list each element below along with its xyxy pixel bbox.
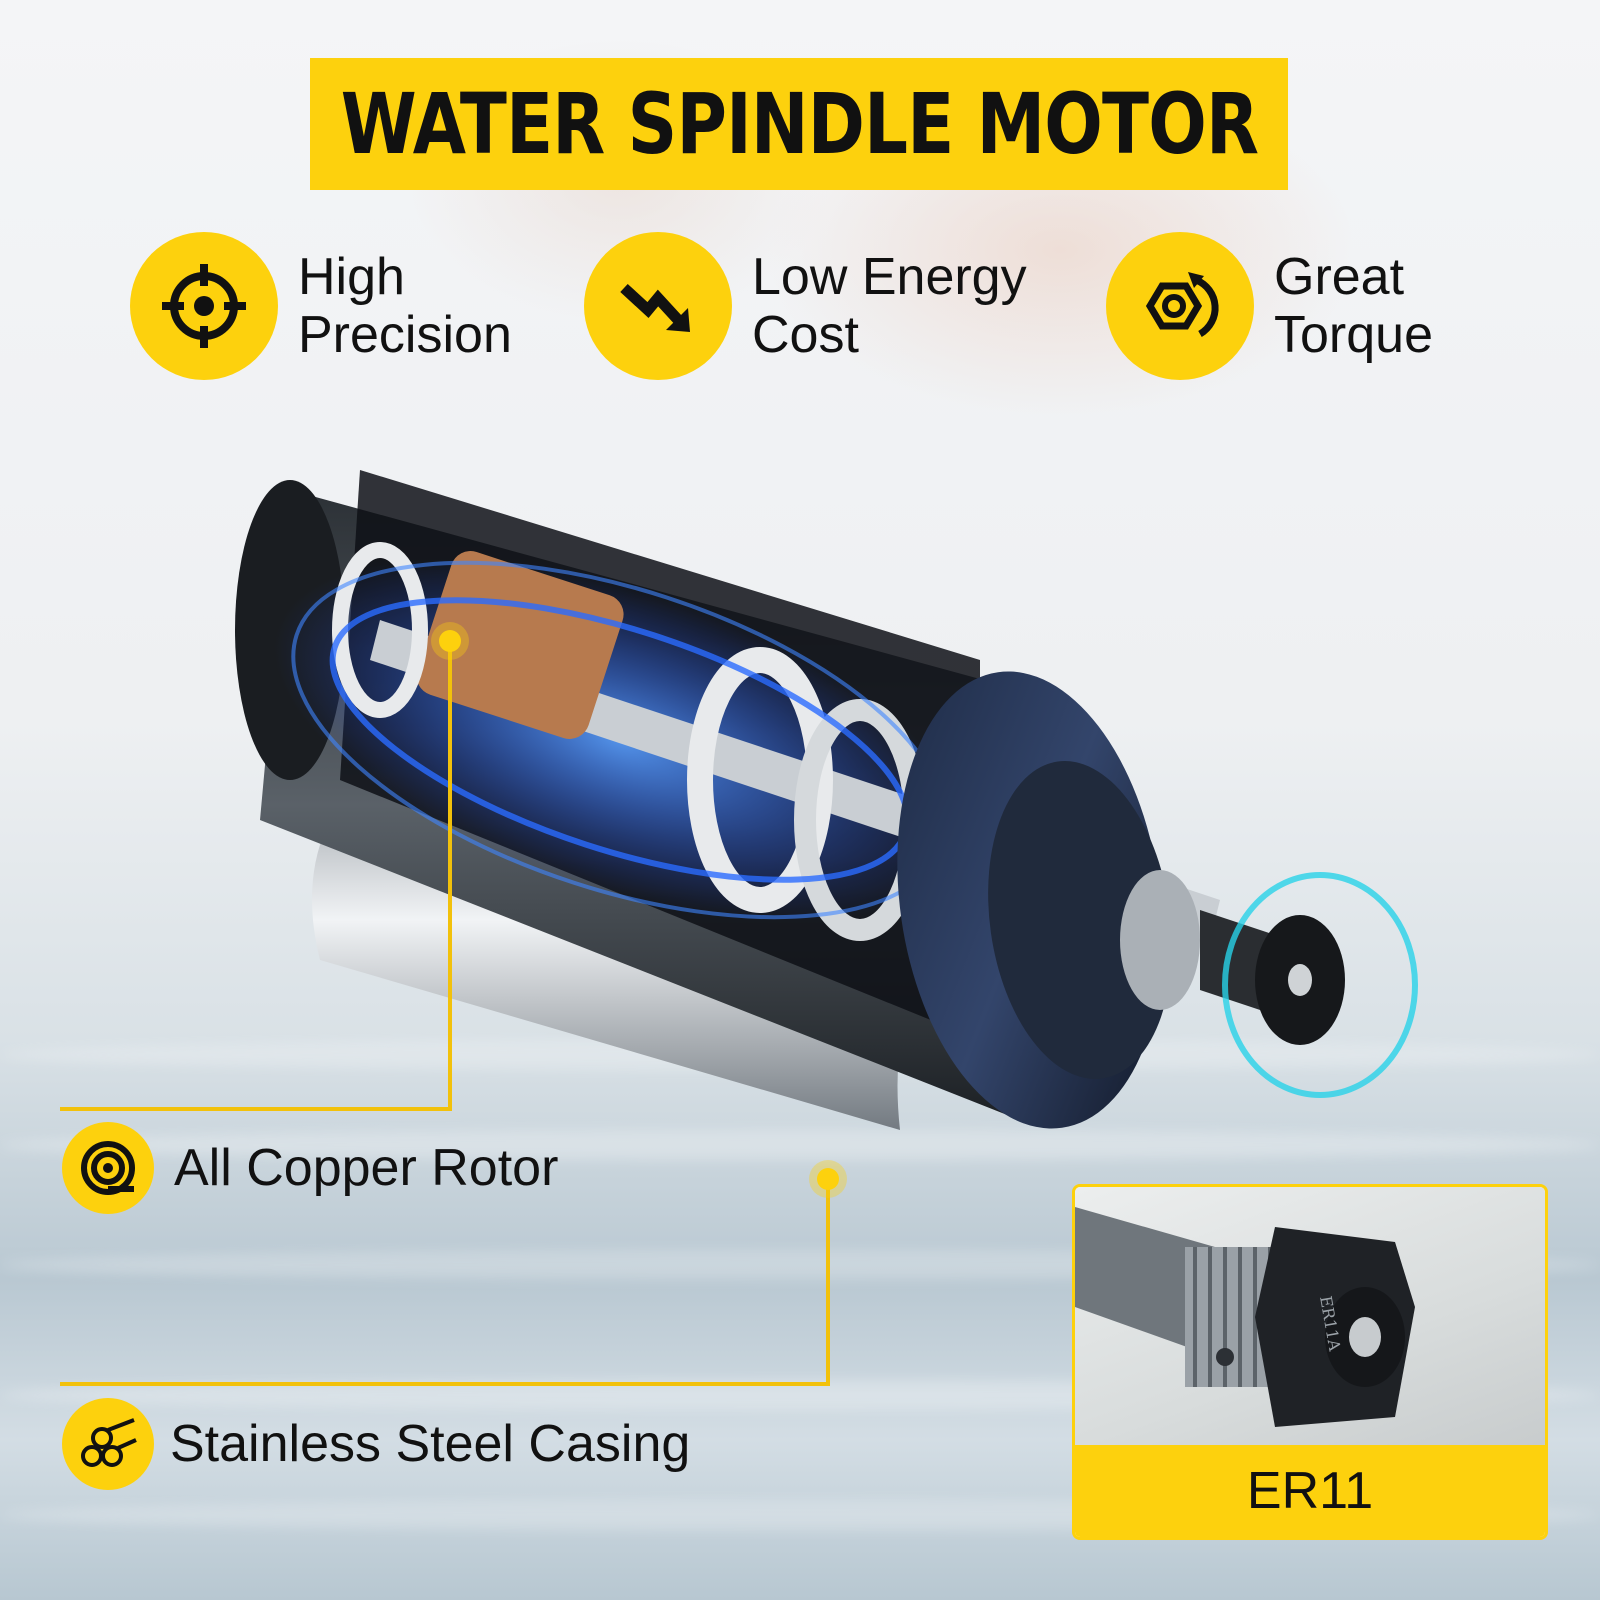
title-banner: WATER SPINDLE MOTOR bbox=[310, 58, 1288, 190]
callout-line-casing bbox=[826, 1178, 830, 1384]
steel-pipes-icon bbox=[62, 1398, 154, 1490]
page-title: WATER SPINDLE MOTOR bbox=[340, 75, 1258, 173]
feature-label-line1: Great bbox=[1274, 248, 1405, 306]
feature-label-line1: High bbox=[298, 248, 405, 306]
hex-nut-rotate-icon bbox=[1106, 232, 1254, 380]
callout-label-rotor: All Copper Rotor bbox=[174, 1139, 559, 1197]
callout-label-casing: Stainless Steel Casing bbox=[170, 1415, 691, 1473]
collet-closeup-image: ER11A bbox=[1075, 1187, 1545, 1445]
feature-label-line2: Cost bbox=[752, 306, 859, 364]
callout-dot-casing bbox=[817, 1168, 839, 1190]
water-ripple bbox=[0, 1130, 1600, 1160]
feature-label-line2: Torque bbox=[1274, 306, 1433, 364]
callout-line-casing bbox=[60, 1382, 830, 1386]
copper-coil-icon bbox=[62, 1122, 154, 1214]
callout-line-rotor bbox=[448, 640, 452, 1110]
feature-label-line2: Precision bbox=[298, 306, 512, 364]
callout-line-rotor bbox=[60, 1107, 452, 1111]
crosshair-icon bbox=[130, 232, 278, 380]
feature-low-energy-cost: Low Energy Cost bbox=[584, 232, 1082, 380]
callout-dot-rotor bbox=[439, 630, 461, 652]
feature-great-torque: Great Torque bbox=[1106, 232, 1544, 380]
feature-high-precision: High Precision bbox=[130, 232, 568, 380]
er11-inset-panel: ER11A ER11 bbox=[1072, 1184, 1548, 1540]
er11-caption: ER11 bbox=[1075, 1445, 1545, 1537]
trending-down-icon bbox=[584, 232, 732, 380]
spindle-motor-illustration bbox=[235, 470, 1418, 1130]
feature-label-line1: Low Energy bbox=[752, 248, 1027, 306]
